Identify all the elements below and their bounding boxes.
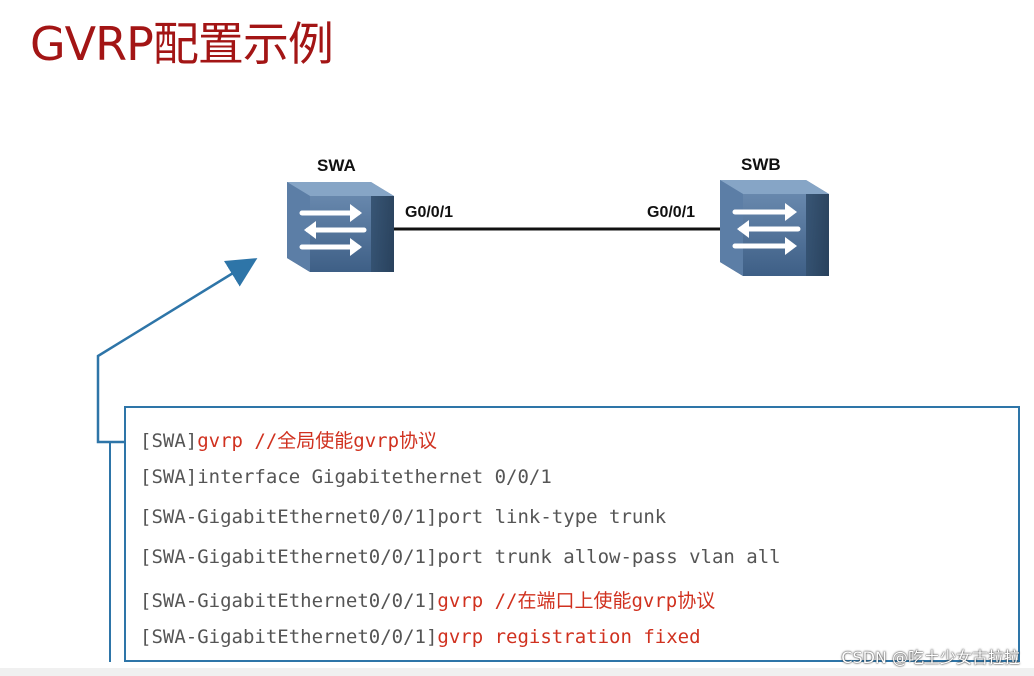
- code-prompt: [SWA-GigabitEthernet0/0/1]: [140, 626, 438, 648]
- code-prompt: [SWA]: [140, 430, 198, 452]
- code-prompt: [SWA-GigabitEthernet0/0/1]: [140, 546, 438, 568]
- code-prompt: [SWA-GigabitEthernet0/0/1]: [140, 506, 438, 528]
- code-line: [SWA-GigabitEthernet0/0/1]gvrp //在端口上使能g…: [140, 586, 715, 613]
- config-code-box: [SWA]gvrp //全局使能gvrp协议 [SWA]interface Gi…: [124, 406, 1020, 662]
- code-command: port trunk allow-pass vlan all: [437, 546, 781, 568]
- code-command: port link-type trunk: [437, 506, 667, 528]
- code-line: [SWA-GigabitEthernet0/0/1]port trunk all…: [140, 546, 781, 568]
- code-command: interface Gigabitethernet 0/0/1: [197, 466, 552, 488]
- bottom-bar: [0, 668, 1034, 676]
- code-line: [SWA-GigabitEthernet0/0/1]port link-type…: [140, 506, 666, 528]
- code-line: [SWA]gvrp //全局使能gvrp协议: [140, 426, 437, 453]
- watermark: CSDN @吃土少女古拉拉: [841, 648, 1020, 667]
- code-highlight: gvrp registration fixed: [437, 626, 701, 648]
- code-highlight: gvrp //在端口上使能gvrp协议: [437, 590, 716, 612]
- swa-port-label: G0/0/1: [405, 204, 454, 221]
- switch-swa-icon: [287, 182, 394, 272]
- code-line: [SWA]interface Gigabitethernet 0/0/1: [140, 466, 552, 488]
- code-line: [SWA-GigabitEthernet0/0/1]gvrp registrat…: [140, 626, 701, 648]
- page-title: GVRP配置示例: [30, 17, 334, 71]
- code-prompt: [SWA-GigabitEthernet0/0/1]: [140, 590, 438, 612]
- code-highlight: gvrp //全局使能gvrp协议: [197, 430, 438, 452]
- switch-swb-label: SWB: [741, 155, 781, 174]
- switch-swa-label: SWA: [317, 156, 356, 175]
- code-prompt: [SWA]: [140, 466, 198, 488]
- switch-swb-icon: [720, 180, 829, 276]
- swb-port-label: G0/0/1: [647, 204, 696, 221]
